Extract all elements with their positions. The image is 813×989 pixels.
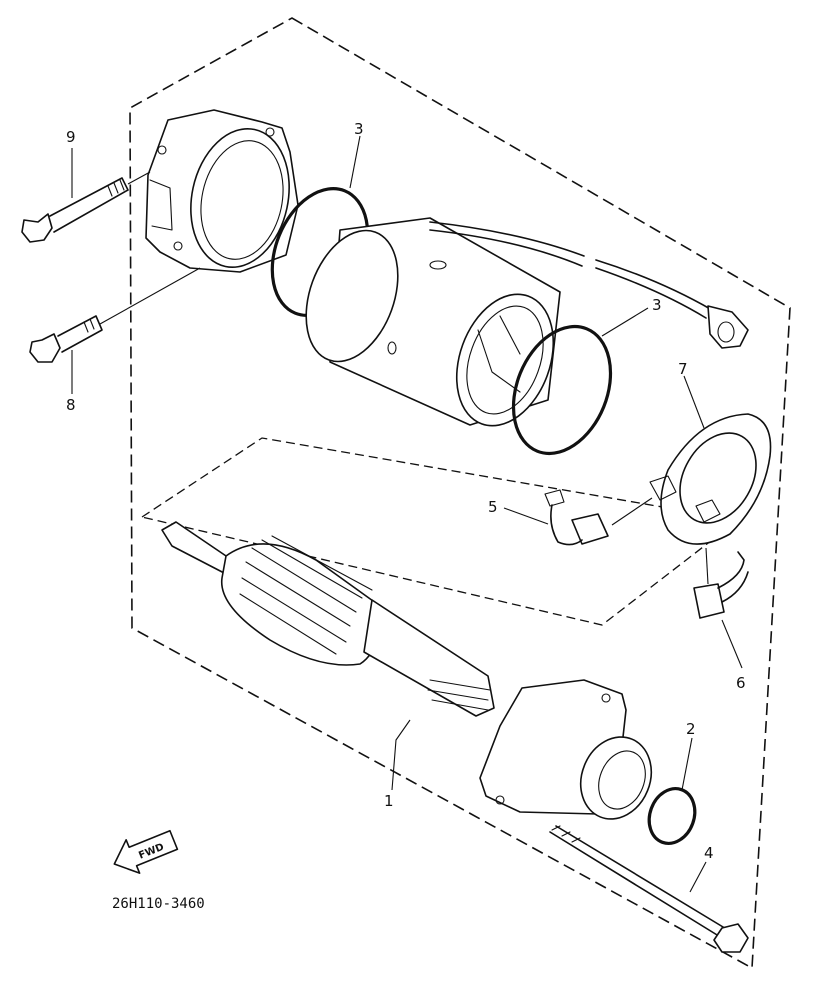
callout-9: 9: [66, 128, 76, 146]
through-bolt-4: [549, 825, 749, 953]
callout-4: 4: [704, 844, 714, 862]
bolt-9-leader: [127, 171, 151, 185]
callout-6: 6: [736, 674, 746, 692]
callout-leader-1: [391, 719, 411, 791]
callout-3-lower: 3: [652, 296, 662, 314]
front-cover: [145, 109, 299, 273]
part-number-code: 26H110-3460: [112, 896, 205, 912]
armature-group-boundary: [140, 437, 740, 626]
fwd-arrow: FWD: [113, 829, 179, 874]
brush-6-link: [705, 547, 709, 585]
callout-2: 2: [686, 720, 696, 738]
callout-leader-3a: [349, 135, 361, 189]
callout-leader-7: [683, 375, 705, 429]
brush-5: [544, 489, 609, 546]
o-ring-2: [647, 787, 697, 845]
yoke-housing: [305, 217, 749, 427]
callout-leader-3b: [601, 307, 649, 337]
o-ring-3-lower: [511, 324, 613, 456]
bolt-8-leader: [99, 267, 201, 325]
callout-leader-4: [689, 861, 707, 893]
rear-cover: [479, 679, 653, 820]
callout-8: 8: [66, 396, 76, 414]
assembly-boundary: [129, 17, 791, 970]
brush-5-link: [611, 497, 653, 526]
brush-plate-7: [649, 413, 772, 545]
callout-1: 1: [384, 792, 394, 810]
callout-3-upper: 3: [354, 120, 364, 138]
brush-6: [693, 551, 749, 619]
armature-1: [161, 521, 495, 717]
bolt-8: [29, 315, 103, 363]
callout-leader-6: [721, 619, 743, 669]
callout-leader-5: [503, 507, 549, 525]
bolt-9: [21, 177, 129, 243]
callout-7: 7: [678, 360, 688, 378]
callout-5: 5: [488, 498, 498, 516]
callout-leader-2: [681, 737, 693, 791]
